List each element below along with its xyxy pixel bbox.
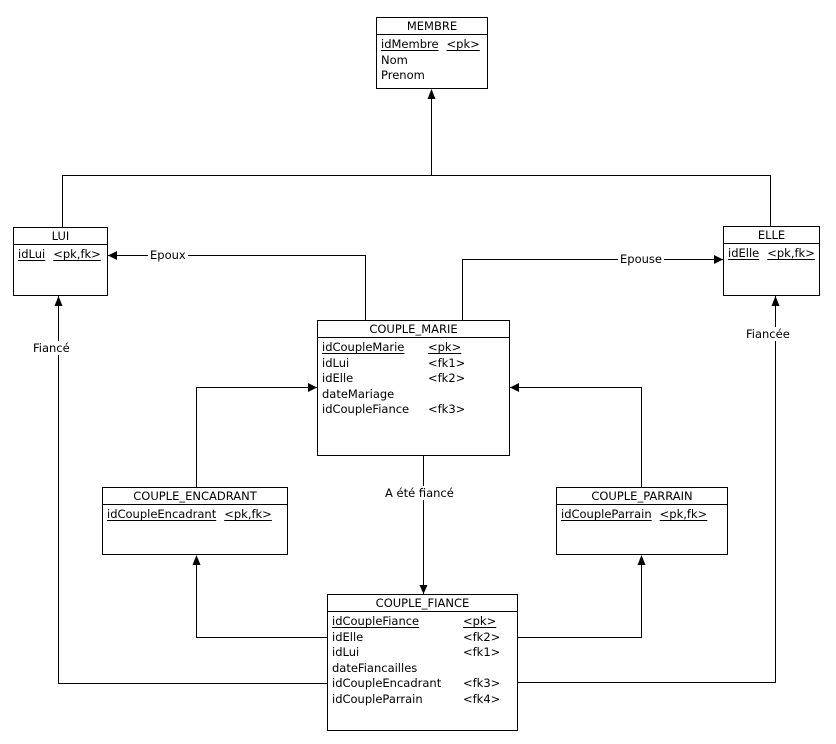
- field-name: idCoupleMarie: [322, 340, 405, 354]
- field-key-tag: <pk,fk>: [767, 246, 815, 260]
- entity-field-row: idElle <fk2>: [322, 371, 506, 387]
- entity-field-row: idCoupleMarie <pk>: [322, 340, 506, 356]
- field-name: idCoupleParrain: [561, 507, 652, 521]
- field-name: idCoupleEncadrant: [107, 507, 217, 521]
- entity-field-row: idLui <fk1>: [322, 356, 506, 372]
- entity-title: LUI: [14, 228, 107, 245]
- field-key-tag: <pk>: [428, 340, 462, 354]
- entity-field-row: idElle <fk2>: [332, 630, 514, 646]
- entity-field-list: idCoupleParrain <pk,fk>: [557, 505, 727, 523]
- connector-epoux[interactable]: [108, 251, 366, 320]
- field-key-tag: <fk2>: [428, 371, 466, 385]
- entity-field-row: idLui <fk1>: [332, 645, 514, 661]
- entity-title: MEMBRE: [377, 18, 487, 35]
- field-key-tag: <pk,fk>: [53, 247, 101, 261]
- entity-field-list: idCoupleFiance <pk> idElle <fk2> idLui <fk1> d…: [328, 612, 517, 707]
- entity-field-row: dateMariage: [322, 387, 506, 403]
- relationship-label-fiance: Fiancé: [31, 341, 72, 355]
- entity-field-row: idCoupleEncadrant <pk,fk>: [107, 507, 284, 523]
- field-name: idElle: [728, 246, 760, 260]
- entity-title: COUPLE_FIANCE: [328, 595, 517, 612]
- field-name: Nom: [381, 52, 408, 67]
- field-name: idCoupleFiance: [322, 402, 410, 416]
- field-name: idLui: [332, 645, 360, 659]
- field-key-tag: <fk1>: [463, 645, 501, 659]
- connector-encadrant-marie[interactable]: [196, 383, 318, 487]
- connector-fiance-lui[interactable]: [54, 296, 328, 684]
- relationship-label-fiancee: Fiancée: [744, 327, 792, 341]
- entity-field-row: idCoupleParrain <fk4>: [332, 692, 514, 708]
- entity-field-row: idCoupleFiance <fk3>: [322, 402, 506, 418]
- connector-a-ete-fiance[interactable]: [419, 456, 428, 594]
- entity-field-row: idCoupleEncadrant <fk3>: [332, 676, 514, 692]
- relationship-label-epoux: Epoux: [148, 248, 188, 262]
- field-name: idLui: [322, 355, 350, 370]
- entity-field-row: idMembre <pk>: [381, 37, 484, 53]
- field-key-tag: <pk,fk>: [659, 507, 708, 521]
- field-key-tag: <pk>: [463, 614, 497, 628]
- entity-couple-marie[interactable]: COUPLE_MARIE idCoupleMarie <pk> idLui <fk1>…: [317, 320, 510, 456]
- entity-field-row: idLui <pk,fk>: [18, 247, 104, 263]
- entity-title: COUPLE_PARRAIN: [557, 488, 727, 505]
- entity-field-row: idCoupleFiance <pk>: [332, 614, 514, 630]
- entity-elle[interactable]: ELLE idElle <pk,fk>: [723, 226, 820, 296]
- field-key-tag: <fk1>: [428, 355, 466, 370]
- entity-lui[interactable]: LUI idLui <pk,fk>: [13, 227, 108, 296]
- connector-fiance-elle[interactable]: [518, 296, 780, 683]
- entity-field-list: idCoupleMarie <pk> idLui <fk1> idElle <fk2> da…: [318, 338, 509, 418]
- field-key-tag: <fk3>: [463, 676, 501, 690]
- connector-parrain-marie[interactable]: [510, 383, 642, 487]
- field-name: dateMariage: [322, 386, 395, 401]
- entity-field-list: idElle <pk,fk>: [724, 244, 819, 262]
- entity-field-row: Nom: [381, 53, 484, 69]
- connector-fiance-parrain[interactable]: [518, 555, 646, 638]
- entity-title: COUPLE_MARIE: [318, 321, 509, 338]
- entity-field-list: idCoupleEncadrant <pk,fk>: [103, 505, 287, 523]
- connector-epouse[interactable]: [462, 255, 724, 320]
- entity-couple-encadrant[interactable]: COUPLE_ENCADRANT idCoupleEncadrant <pk,fk…: [102, 487, 288, 555]
- field-name: idElle: [322, 371, 354, 385]
- field-name: idCoupleFiance: [332, 614, 420, 628]
- entity-field-row: dateFiancailles: [332, 661, 514, 677]
- entity-field-row: idCoupleParrain <pk,fk>: [561, 507, 724, 523]
- relationship-label-epouse: Epouse: [618, 252, 664, 266]
- field-key-tag: <fk2>: [463, 629, 501, 644]
- field-key-tag: <pk,fk>: [224, 507, 272, 521]
- field-name: idElle: [332, 629, 364, 644]
- field-key-tag: <pk>: [446, 37, 480, 51]
- field-name: idCoupleEncadrant: [332, 676, 442, 690]
- entity-title: ELLE: [724, 227, 819, 244]
- field-name: idCoupleParrain: [332, 691, 423, 706]
- field-name: dateFiancailles: [332, 660, 418, 675]
- field-name: Prenom: [381, 68, 425, 82]
- field-name: idLui: [18, 247, 46, 261]
- connector-inheritance-membre[interactable]: [62, 89, 771, 227]
- field-key-tag: <fk3>: [428, 402, 466, 416]
- entity-field-list: idLui <pk,fk>: [14, 245, 107, 263]
- relationship-label-a-ete-fiance: A été fiancé: [383, 486, 456, 500]
- field-name: idMembre: [381, 37, 439, 51]
- entity-couple-parrain[interactable]: COUPLE_PARRAIN idCoupleParrain <pk,fk>: [556, 487, 728, 555]
- field-key-tag: <fk4>: [463, 691, 501, 706]
- connector-fiance-encadrant[interactable]: [192, 555, 328, 638]
- entity-field-row: idElle <pk,fk>: [728, 246, 816, 262]
- entity-title: COUPLE_ENCADRANT: [103, 488, 287, 505]
- entity-couple-fiance[interactable]: COUPLE_FIANCE idCoupleFiance <pk> idElle <f…: [327, 594, 518, 731]
- entity-field-row: Prenom: [381, 68, 484, 84]
